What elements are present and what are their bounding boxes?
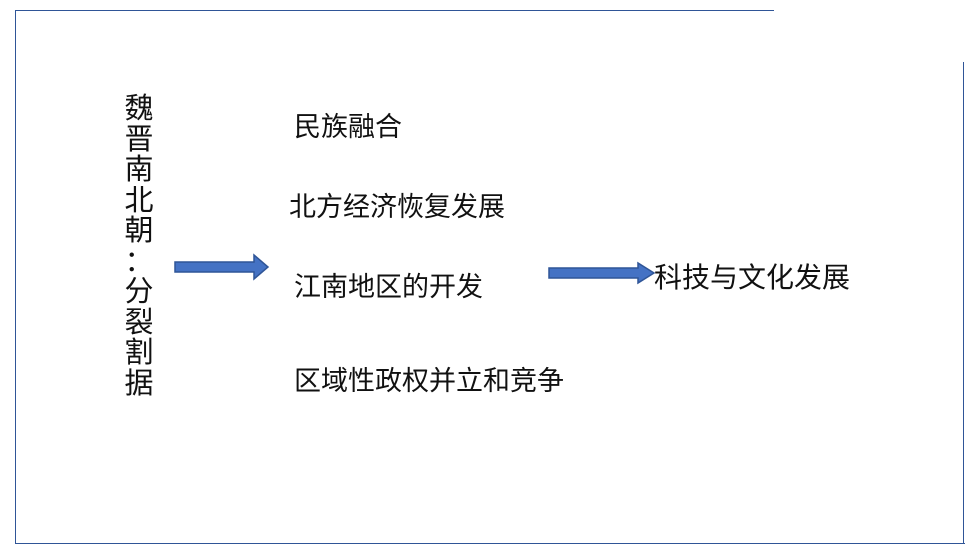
arrow-shape xyxy=(548,261,656,285)
title-char: 晋 xyxy=(124,121,154,156)
feature-northern-economy: 北方经济恢复发展 xyxy=(289,192,505,223)
frame-right-border xyxy=(963,62,964,544)
title-to-features-arrow xyxy=(174,253,270,281)
title-char: 分 xyxy=(124,274,154,308)
feature-regional-regimes: 区域性政权并立和竞争 xyxy=(294,366,564,397)
title-char: 南 xyxy=(124,152,154,186)
frame-top-border xyxy=(15,10,774,11)
feature-ethnic-integration: 民族融合 xyxy=(294,112,402,143)
arrow-shape xyxy=(174,253,270,281)
title-char: 朝 xyxy=(124,213,154,247)
frame-bottom-border xyxy=(15,543,965,544)
title-char: 北 xyxy=(124,182,154,217)
title-char: 割 xyxy=(124,335,154,369)
title-char: 据 xyxy=(124,365,154,400)
feature-jiangnan-development: 江南地区的开发 xyxy=(294,272,483,303)
vertical-period-title: 魏 晋 南 北 朝 ： 分 裂 割 据 xyxy=(115,93,163,398)
title-char: 魏 xyxy=(124,91,154,125)
title-char: ： xyxy=(124,243,154,278)
frame-left-border xyxy=(15,10,16,544)
title-char: 裂 xyxy=(124,304,154,339)
result-science-culture: 科技与文化发展 xyxy=(654,261,851,294)
development-to-result-arrow xyxy=(548,261,656,285)
